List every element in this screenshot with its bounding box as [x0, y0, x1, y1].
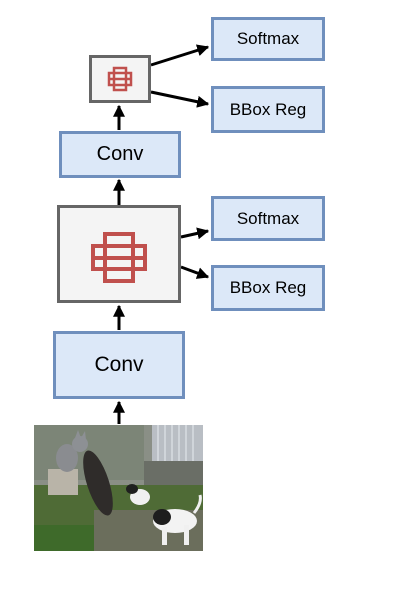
conv-box-bottom: Conv — [53, 331, 185, 399]
arrow-pool-to-softmax — [180, 227, 210, 240]
softmax-label-upper: Softmax — [236, 29, 300, 48]
softmax-box-lower: Softmax — [211, 196, 325, 241]
bbox-reg-label-lower: BBox Reg — [229, 278, 307, 297]
softmax-box-upper: Softmax — [211, 17, 325, 61]
bbox-reg-box-lower: BBox Reg — [211, 265, 325, 311]
bbox-reg-box-upper: BBox Reg — [211, 86, 325, 133]
conv-label-top: Conv — [96, 143, 144, 165]
softmax-label-lower: Softmax — [236, 208, 300, 228]
cat-and-dog-photo — [34, 425, 203, 551]
roi-pool-small — [89, 55, 151, 103]
roi-pool-grid-icon — [107, 66, 133, 92]
roi-pool-grid-icon — [91, 232, 147, 283]
roi-pool-large — [57, 205, 181, 303]
bbox-reg-label-upper: BBox Reg — [229, 99, 307, 119]
arrow-pool-to-bbox — [180, 265, 210, 279]
input-image-cat-and-dog — [34, 425, 203, 551]
conv-label-bottom: Conv — [94, 353, 144, 376]
arrow-small-pool-to-bbox — [150, 90, 210, 108]
arrow-small-pool-to-softmax — [150, 44, 210, 67]
conv-box-top: Conv — [59, 131, 181, 178]
